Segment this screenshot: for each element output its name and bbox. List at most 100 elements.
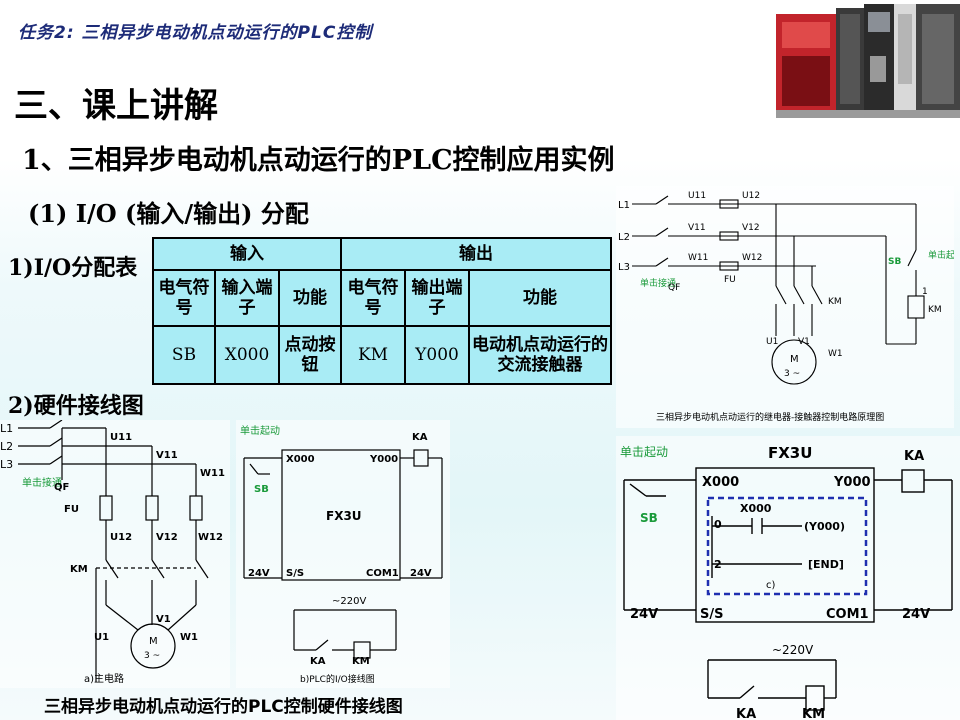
d-com1: COM1 — [826, 607, 869, 622]
d-rung2: 2 — [714, 558, 722, 571]
label-click-start: 单击起动 — [240, 425, 280, 437]
section-title: 三、课上讲解 — [14, 86, 218, 126]
col-device: 电气符号 — [152, 269, 216, 327]
c-km-coil: KM — [928, 305, 942, 315]
label-ka-bottom: KA — [310, 656, 326, 667]
bottom-caption: 三相异步电动机点动运行的PLC控制硬件接线图 — [44, 697, 403, 717]
label-24v-left: 24V — [248, 568, 270, 579]
d-rung0: 0 — [714, 518, 722, 531]
label-l2: L2 — [0, 440, 13, 453]
label-w11: W11 — [200, 468, 225, 479]
label-220v: ~220V — [332, 596, 366, 607]
col-device-out: 电气符号 — [340, 269, 406, 327]
relay-contactor-schematic: L1 L2 L3 U11 V11 W1 1 U12 V12 W12 单击接通 QF… — [616, 186, 954, 428]
col-function: 功能 — [278, 269, 342, 327]
d-km-bottom: KM — [802, 707, 825, 720]
motor-m: M — [149, 636, 158, 647]
label-u12: U12 — [110, 532, 132, 543]
wiring-label: 2)硬件接线图 — [8, 393, 144, 419]
c-motor-m: M — [790, 354, 799, 365]
c-v11: V11 — [688, 223, 706, 233]
d-rung2-end: [END] — [808, 558, 844, 571]
label-ss: S/S — [286, 568, 304, 579]
label-y000: Y000 — [369, 454, 398, 465]
caption-a: a)主电路 — [84, 672, 124, 685]
c-qf: QF — [668, 283, 680, 293]
label-fx3u: FX3U — [326, 509, 362, 523]
c-u11: U11 — [688, 191, 706, 201]
col-out-terminal: 输出端子 — [404, 269, 470, 327]
d-ka: KA — [904, 449, 924, 464]
d-rung0-contact: X000 — [740, 502, 772, 515]
c-u12: U12 — [742, 191, 760, 201]
col-in-terminal: 输入端子 — [214, 269, 280, 327]
label-l1: L1 — [0, 422, 13, 435]
label-x000: X000 — [286, 454, 315, 465]
d-rung0-coil: (Y000) — [804, 520, 845, 533]
d-24v-right: 24V — [902, 607, 930, 622]
label-fu: FU — [64, 504, 79, 515]
label-qf: QF — [54, 482, 69, 493]
c-motor-3: 3 ~ — [784, 369, 800, 379]
cell-in-device: SB — [152, 325, 216, 385]
c-v12: V12 — [742, 223, 760, 233]
c-w1: W1 — [828, 349, 843, 359]
plc-io-wiring-diagram: 单击起动 SB X000 Y000 KA FX3U 24V S/S COM1 2… — [236, 420, 450, 688]
io-table-label: 1)I/O分配表 — [8, 255, 138, 281]
d-c-label: c) — [766, 580, 775, 591]
d-24v-left: 24V — [630, 607, 658, 622]
col-function-out: 功能 — [468, 269, 612, 327]
ladder-dashed-box — [706, 496, 868, 596]
label-ka: KA — [412, 432, 428, 443]
label-w1: W1 — [180, 632, 198, 643]
label-v12: V12 — [156, 532, 178, 543]
c-w12: W12 — [742, 253, 762, 263]
motor-3phase: 3 ~ — [144, 651, 160, 661]
cell-in-terminal: X000 — [214, 325, 280, 385]
d-y000: Y000 — [833, 475, 871, 490]
d-click-start: 单击起动 — [620, 445, 668, 459]
c-l1: L1 — [618, 200, 630, 211]
c-fu: FU — [724, 275, 736, 285]
label-w12: W12 — [198, 532, 223, 543]
label-v11: V11 — [156, 450, 178, 461]
label-click-connect: 单击接通 — [22, 476, 62, 489]
c-u1: U1 — [766, 337, 778, 347]
label-l3: L3 — [0, 458, 13, 471]
d-sb: SB — [640, 511, 658, 525]
cell-in-function: 点动按钮 — [278, 325, 342, 385]
c-v1: V1 — [798, 337, 810, 347]
c-click-connect: 单击接通 — [640, 277, 676, 289]
plc-ladder-wiring-diagram: 单击起动 SB X000 Y000 FX3U KA 0 X000 (Y000) … — [616, 436, 960, 720]
cell-out-function: 电动机点动运行的交流接触器 — [468, 325, 612, 385]
io-heading: (1) I/O (输入/输出) 分配 — [28, 199, 309, 228]
cell-out-terminal: Y000 — [404, 325, 470, 385]
plc-photo — [776, 0, 960, 118]
label-km: KM — [70, 564, 88, 575]
label-v1: V1 — [156, 614, 171, 625]
main-circuit-diagram: L1 L2 L3 U11 V11 W11 单击接通 QF FU U12 V12 … — [0, 420, 230, 688]
d-220v: ~220V — [772, 643, 814, 657]
label-u1: U1 — [94, 632, 109, 643]
cell-out-device: KM — [340, 325, 406, 385]
d-x000: X000 — [702, 475, 739, 490]
subtitle: 1、三相异步电动机点动运行的PLC控制应用实例 — [22, 145, 615, 176]
label-24v-right: 24V — [410, 568, 432, 579]
input-header: 输入 — [152, 237, 342, 271]
io-assignment-table: 输入 输出 电气符号 输入端子 功能 电气符号 输出端子 功能 SB X000 … — [152, 237, 612, 385]
output-header: 输出 — [340, 237, 612, 271]
caption-c: 三相异步电动机点动运行的继电器-接触器控制电路原理图 — [656, 411, 884, 423]
c-one: 1 — [922, 287, 928, 297]
c-l2: L2 — [618, 232, 630, 243]
d-ka-bottom: KA — [736, 707, 756, 720]
label-km-bottom: KM — [352, 656, 370, 667]
label-sb: SB — [254, 484, 269, 495]
label-com1: COM1 — [366, 568, 399, 579]
d-fx3u: FX3U — [768, 444, 812, 462]
header-title: 任务2: 三相异步电动机点动运行的PLC控制 — [18, 23, 373, 43]
c-l3: L3 — [618, 262, 630, 273]
c-click-start: 单击起动 — [928, 249, 954, 261]
label-u11: U11 — [110, 432, 132, 443]
c-sb: SB — [888, 257, 901, 267]
d-ss: S/S — [700, 607, 723, 622]
